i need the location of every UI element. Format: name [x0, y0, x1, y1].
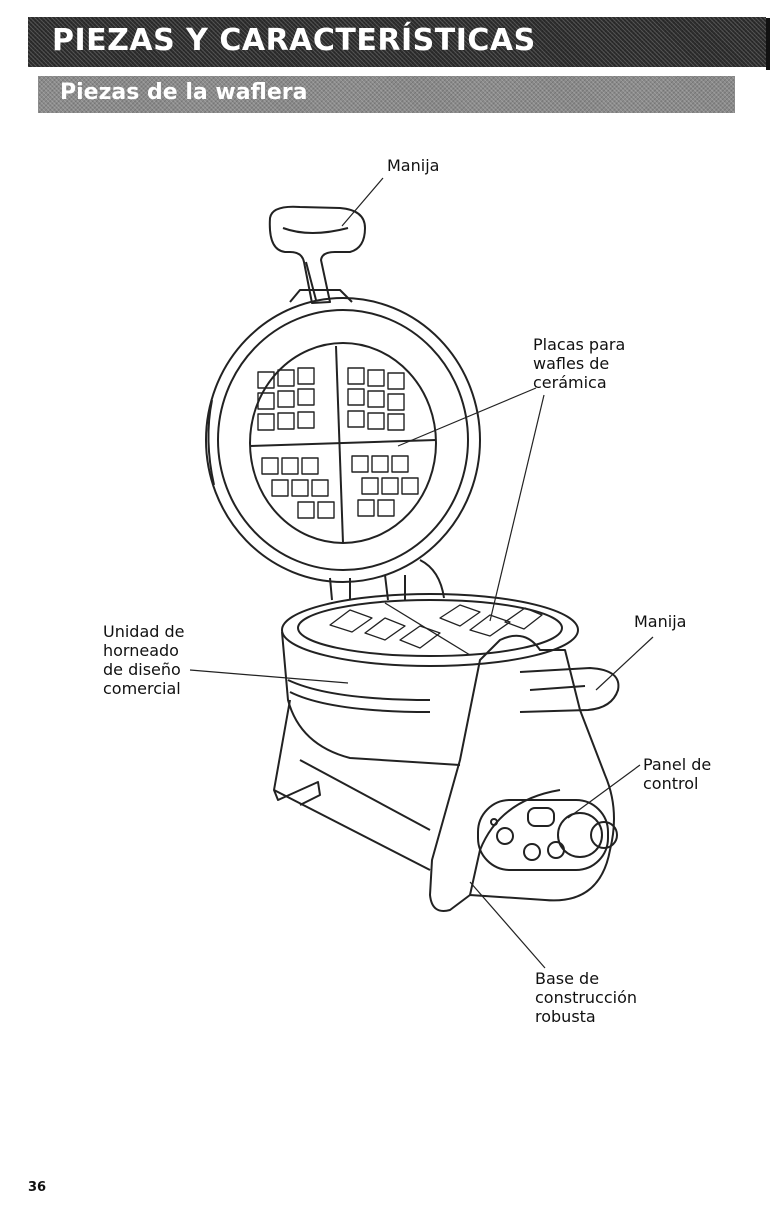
- baking-unit-drawing: [282, 594, 578, 765]
- callout-base: Base de construcción robusta: [535, 969, 637, 1026]
- callout-ceramic-plates: Placas para wafles de cerámica: [533, 335, 625, 392]
- callout-side-handle: Manija: [634, 612, 686, 631]
- top-handle-drawing: [270, 207, 365, 303]
- lid-drawing: [206, 290, 480, 600]
- base-waffle-grid: [330, 603, 542, 655]
- callout-baking-unit: Unidad de horneado de diseño comercial: [103, 622, 185, 698]
- callout-top-handle: Manija: [387, 156, 439, 175]
- side-handle-drawing: [520, 668, 618, 712]
- page-number: 36: [28, 1180, 46, 1195]
- callout-control-panel: Panel de control: [643, 755, 711, 793]
- control-panel-drawing: [478, 800, 617, 870]
- leader-lines: [190, 178, 653, 968]
